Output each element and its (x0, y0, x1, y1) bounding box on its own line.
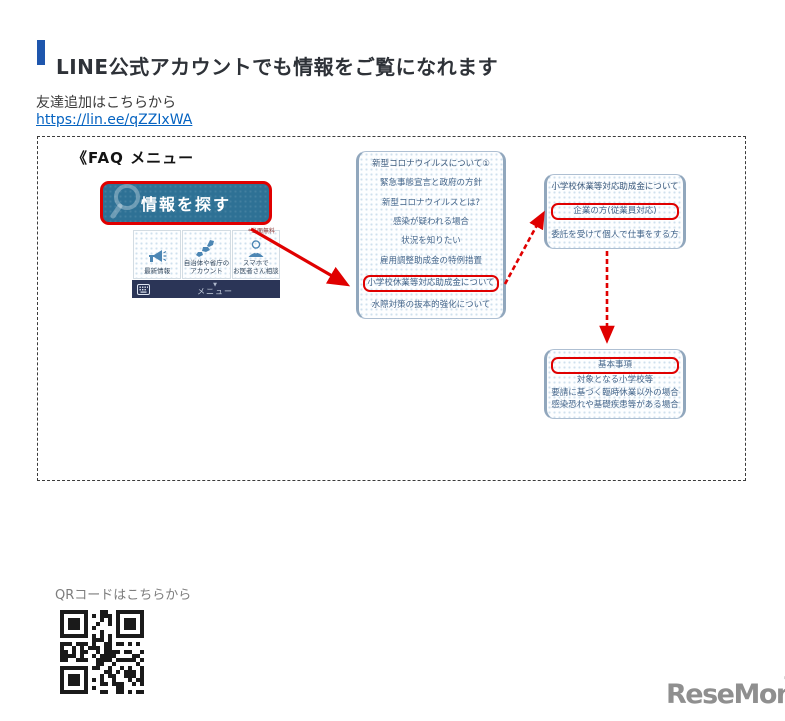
qr-code (60, 610, 144, 694)
resemom-logo: ReseMom. リセマム (666, 676, 785, 710)
menu-bar-label: メニュー (197, 286, 233, 296)
tile-doctor-consult-label: スマホで お医者さん相談 (233, 259, 279, 276)
tile-doctor-consult: スマホで お医者さん相談 (231, 230, 280, 279)
faq-panel-subsidy: 小学校休業等対応助成金について 企業の方(従業員対応) 委託を受けて個人で仕事を… (544, 174, 686, 249)
faq-item: 委託を受けて個人で仕事をする方 (551, 230, 679, 241)
menu-bar-center: ▼ メニュー (150, 281, 280, 296)
faq-figure-box: 《FAQ メニュー 情報を探す (37, 136, 746, 481)
friend-add-label: 友達追加はこちらから (36, 95, 176, 111)
page-title: LINE公式アカウントでも情報をご覧になれます (56, 55, 499, 80)
search-info-button-label: 情報を探す (140, 195, 231, 214)
tile-gov-accounts-label: 自治体や省庁の アカウント (183, 259, 230, 276)
faq-item: 状況を知りたい (401, 236, 461, 247)
panel-subsidy-title: 小学校休業等対応助成金について (551, 182, 679, 192)
menu-tiles: 最新情報 自治体や省庁の アカウント (133, 230, 280, 279)
faq-menu-heading: 《FAQ メニュー (72, 149, 195, 167)
heading-accent-bar (37, 40, 45, 65)
megaphone-icon (147, 246, 167, 268)
logo-ruby: リセマム (783, 674, 785, 683)
faq-item: 対象となる小学校等 (576, 375, 654, 386)
panel-covid-title: 新型コロナウイルスについて① (372, 159, 490, 169)
tile-gov-accounts: 自治体や省庁の アカウント (182, 230, 231, 279)
faq-item: 雇用調整助成金の特例措置 (379, 255, 482, 266)
menu-caret-icon: ▼ (213, 281, 217, 288)
magnifier-icon (110, 184, 140, 219)
faq-item: 水際対策の抜本的強化について (371, 300, 491, 311)
faq-item: 新型コロナウイルスとは? (381, 197, 480, 208)
tile-latest-info-label: 最新情報 (144, 267, 171, 276)
faq-item-highlighted: 基本事項 (551, 357, 679, 374)
faq-item-highlighted: 小学校休業等対応助成金について (363, 274, 499, 292)
line-friend-link[interactable]: https://lin.ee/qZZIxWA (36, 112, 193, 128)
logo-text: ReseMom. (666, 679, 785, 710)
faq-item: 感染が疑われる場合 (392, 216, 470, 227)
faq-item: 緊急事態宣言と政府の方針 (379, 178, 482, 189)
line-rich-menu-screenshot: 情報を探す 最新情報 (100, 181, 280, 299)
faq-item-highlighted: 企業の方(従業員対応) (551, 203, 679, 220)
arrow-covid-to-subsidy (503, 210, 545, 285)
qr-label: QRコードはこちらから (55, 588, 192, 603)
tile-latest-info: 最新情報 (133, 230, 182, 279)
keyboard-icon (137, 283, 150, 295)
faq-panel-covid: 新型コロナウイルスについて① 緊急事態宣言と政府の方針 新型コロナウイルスとは?… (356, 151, 506, 319)
tile-note: *当面無料 (248, 228, 276, 235)
faq-item: 感染恐れや基礎疾患等がある場合 (551, 400, 679, 411)
line-menu-bar: ▼ メニュー (132, 280, 280, 298)
faq-item: 要請に基づく臨時休業以外の場合 (551, 387, 679, 398)
japan-map-icon (195, 238, 217, 260)
doctor-icon (246, 238, 266, 260)
faq-panel-basic: 基本事項 対象となる小学校等 要請に基づく臨時休業以外の場合 感染恐れや基礎疾患… (544, 349, 686, 419)
search-info-button: 情報を探す (100, 181, 272, 225)
